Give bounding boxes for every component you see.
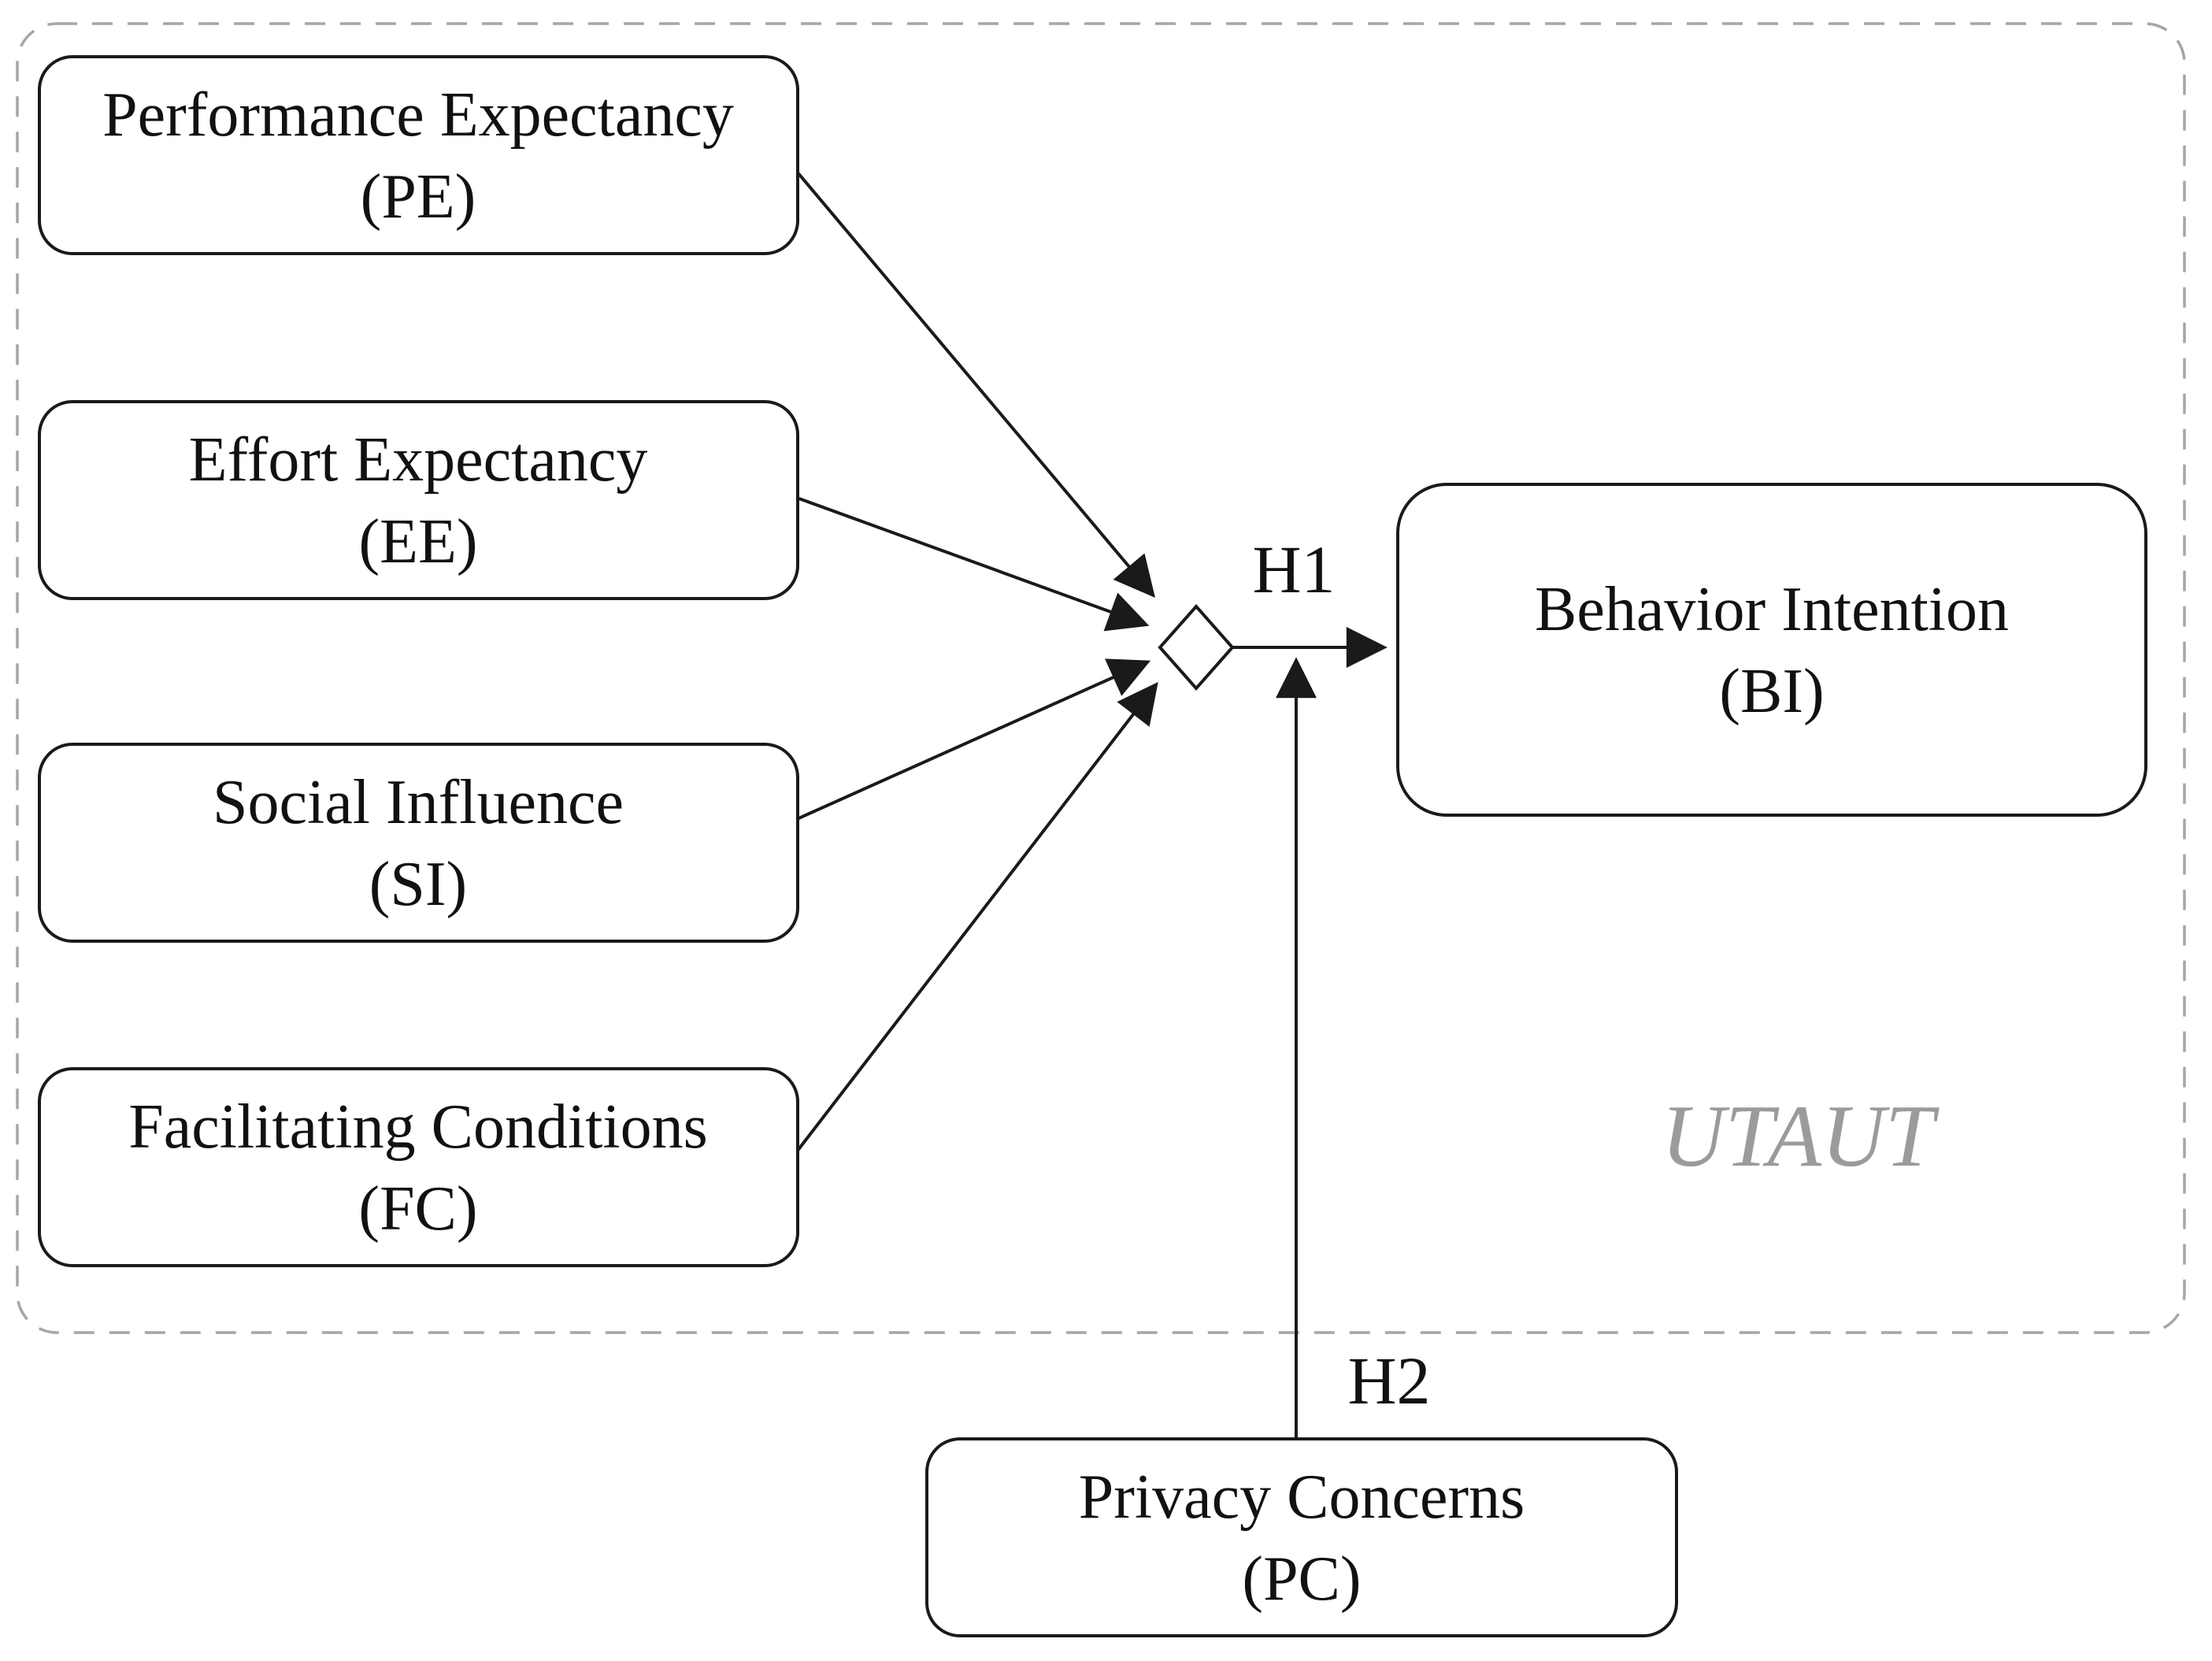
edge-ee-to-junction-arrow (796, 496, 1150, 632)
edge-si-to-junction-arrow (796, 658, 1151, 821)
node-privacy-concerns-label: Privacy Concerns (1079, 1463, 1525, 1532)
node-privacy-concerns-box (925, 1437, 1678, 1637)
utaut-watermark-label: UTAUT (1662, 1088, 1940, 1185)
edge-pe-to-junction-arrow (795, 170, 1156, 598)
node-effort-expectancy-abbr: (EE) (358, 507, 477, 577)
moderation-junction-diamond (1158, 603, 1235, 691)
node-performance-expectancy-abbr: (PE) (361, 162, 476, 232)
node-effort-expectancy-label: Effort Expectancy (189, 425, 648, 495)
node-behavior-intention-label: Behavior Intention (1535, 575, 2009, 644)
node-privacy-concerns-abbr: (PC) (1242, 1544, 1361, 1614)
node-behavior-intention-abbr: (BI) (1719, 657, 1824, 726)
node-facilitating-conditions: Facilitating Conditions (FC) (38, 1067, 799, 1267)
node-performance-expectancy: Performance Expectancy (PE) (38, 55, 799, 255)
edge-label-h2: H2 (1347, 1343, 1430, 1418)
utaut-boundary-dashed-border (16, 22, 2186, 1334)
edge-label-h1: H1 (1252, 532, 1335, 607)
node-social-influence-label: Social Influence (213, 768, 624, 837)
node-social-influence-box (38, 743, 799, 943)
node-social-influence-abbr: (SI) (369, 850, 467, 919)
node-performance-expectancy-box (38, 55, 799, 255)
node-facilitating-conditions-label: Facilitating Conditions (128, 1092, 708, 1162)
node-effort-expectancy-box (38, 400, 799, 600)
node-social-influence: Social Influence (SI) (38, 743, 799, 943)
node-effort-expectancy: Effort Expectancy (EE) (38, 400, 799, 600)
node-behavior-intention-box (1396, 483, 2147, 817)
node-performance-expectancy-label: Performance Expectancy (102, 80, 734, 150)
node-facilitating-conditions-abbr: (FC) (358, 1174, 477, 1244)
node-behavior-intention: Behavior Intention (BI) (1396, 483, 2147, 817)
node-facilitating-conditions-box (38, 1067, 799, 1267)
edge-fc-to-junction-arrow (795, 681, 1158, 1153)
node-privacy-concerns: Privacy Concerns (PC) (925, 1437, 1678, 1637)
